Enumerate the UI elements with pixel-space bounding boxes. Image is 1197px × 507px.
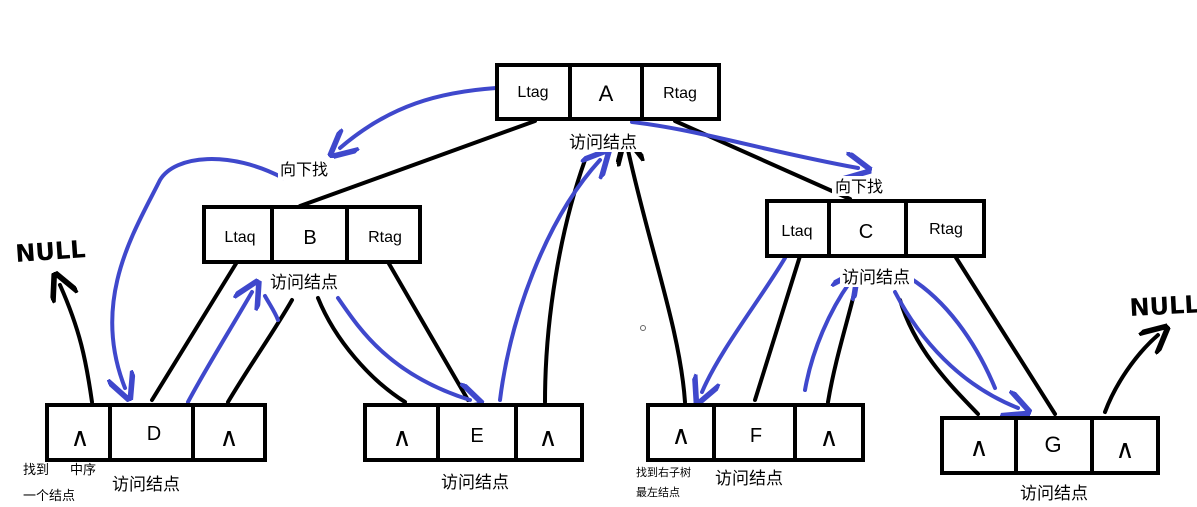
visit-label-g: 访问结点	[1020, 484, 1088, 504]
label-bg-b	[268, 270, 342, 292]
node-e-left: ∧	[392, 422, 411, 452]
node-f-value: F	[750, 425, 762, 447]
node-a-value: A	[599, 81, 614, 106]
visit-label-d: 访问结点	[112, 475, 180, 495]
node-g-right: ∧	[1115, 434, 1134, 464]
node-e-right: ∧	[538, 422, 557, 452]
thread-f-to-c	[826, 288, 857, 404]
node-e-left-cell	[363, 403, 440, 462]
node-g-value: G	[1044, 432, 1061, 457]
label-bg-go-down-c	[832, 176, 888, 196]
node-c-ltag: Ltaq	[781, 223, 812, 240]
node-d-value-cell	[108, 403, 195, 462]
node-d	[45, 403, 267, 462]
node-b-value: B	[303, 227, 316, 249]
find-inorder-line1: 找到	[23, 463, 49, 478]
edge-a-b	[298, 119, 537, 208]
node-b-rtag-cell	[345, 205, 422, 264]
node-e-value: E	[470, 425, 483, 447]
arrow-f-to-c	[803, 282, 850, 392]
node-f-right-cell	[793, 403, 865, 462]
visit-label-f: 访问结点	[715, 469, 783, 489]
node-a-rtag-cell	[640, 63, 721, 121]
thread-g-to-null	[1103, 335, 1158, 414]
arrow-c-to-f	[702, 256, 787, 392]
node-g-right-cell	[1090, 416, 1160, 475]
thread-e-to-b	[316, 296, 407, 404]
label-bg-go-down-b	[278, 158, 334, 180]
thread-f-to-a	[628, 150, 687, 404]
thread-d-to-null	[60, 285, 94, 404]
visit-label-a: 访问结点	[569, 133, 637, 153]
thread-g-to-c	[898, 298, 980, 416]
edge-c-g	[953, 254, 1057, 416]
node-b	[202, 205, 422, 264]
thread-e-to-a	[543, 158, 587, 404]
node-b-ltag: Ltaq	[224, 229, 255, 246]
node-f-left: ∧	[671, 420, 690, 450]
arrow-c-to-g	[893, 290, 1018, 408]
node-e	[363, 403, 584, 462]
label-bg-c	[840, 265, 914, 287]
node-c	[765, 199, 986, 258]
node-d-left: ∧	[70, 422, 89, 452]
node-a	[495, 63, 721, 121]
arrow-a-to-b	[340, 86, 498, 148]
node-f	[646, 403, 865, 462]
visit-label-e: 访问结点	[441, 473, 509, 493]
label-bg-a	[566, 130, 642, 152]
node-g-left: ∧	[969, 432, 988, 462]
edge-b-d	[150, 260, 239, 402]
edge-c-f	[753, 254, 802, 402]
go-down-label-c: 向下找	[835, 177, 883, 196]
node-c-value: C	[859, 221, 873, 243]
null-label-right: NULL	[1129, 290, 1197, 322]
arrow-e-to-a	[498, 160, 600, 402]
visit-label-c: 访问结点	[842, 268, 910, 288]
arrow-b-inner	[263, 294, 280, 322]
visit-label-b: 访问结点	[270, 273, 338, 293]
node-b-ltag-cell	[202, 205, 274, 264]
node-a-value-cell	[568, 63, 644, 121]
thread-d-to-b	[226, 298, 294, 404]
node-d-right-cell	[191, 403, 267, 462]
node-b-rtag: Rtag	[368, 229, 402, 246]
node-d-right: ∧	[219, 422, 238, 452]
node-d-value: D	[147, 423, 161, 445]
traversal-arrows-blue	[112, 86, 1018, 408]
node-a-rtag: Rtag	[663, 85, 697, 102]
node-c-rtag-cell	[904, 199, 986, 258]
node-f-right: ∧	[819, 422, 838, 452]
find-inorder-line2: 一个结点	[23, 489, 75, 504]
node-d-left-cell	[45, 403, 112, 462]
null-label-left: NULL	[14, 235, 86, 268]
arrow-d-to-b	[186, 292, 252, 404]
stray-dot	[640, 325, 646, 331]
arrow-b-to-e	[336, 296, 470, 400]
find-right-line2: 最左结点	[636, 486, 680, 499]
arrow-a-to-c	[630, 120, 858, 168]
node-c-ltag-cell	[765, 199, 831, 258]
find-right-line1: 找到右子树	[636, 465, 691, 479]
edge-b-e	[386, 260, 470, 402]
arrow-c-to-g-inner	[908, 276, 997, 390]
node-c-rtag: Rtag	[929, 221, 963, 238]
node-g	[940, 416, 1160, 475]
arrow-b-to-d	[112, 157, 285, 388]
node-e-value-cell	[436, 403, 518, 462]
node-a-ltag: Ltag	[517, 84, 548, 101]
find-inorder-line1b: 中序	[70, 463, 96, 478]
go-down-label-b: 向下找	[280, 160, 328, 179]
node-e-right-cell	[514, 403, 584, 462]
node-c-value-cell	[827, 199, 908, 258]
